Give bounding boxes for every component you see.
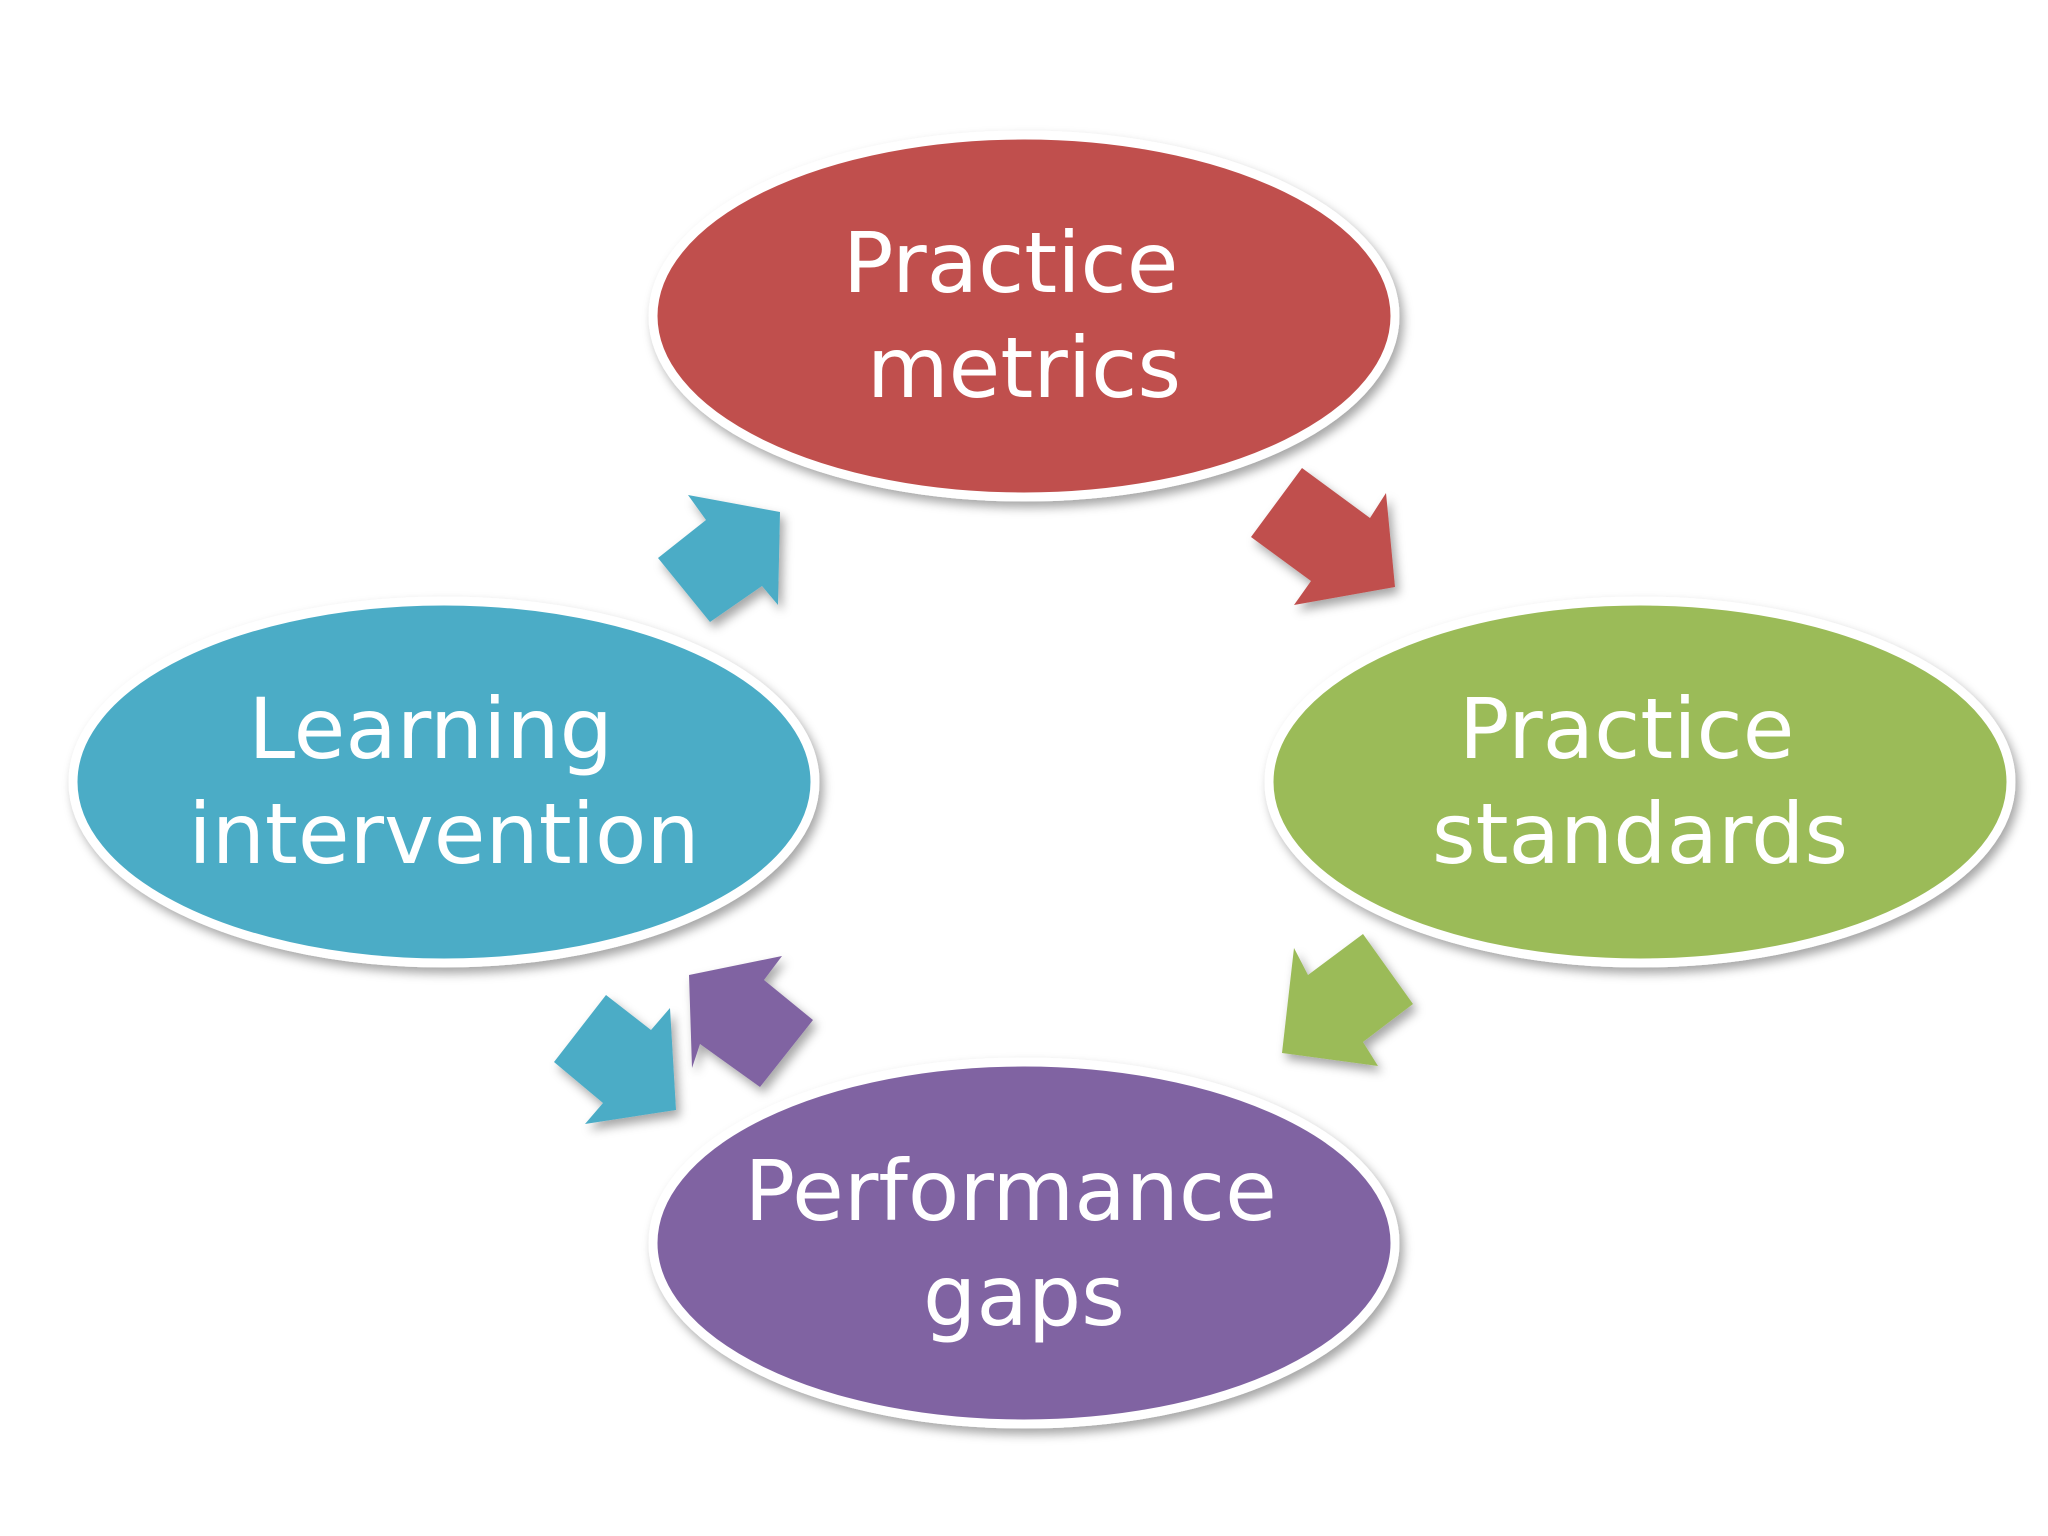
arrow-gaps-to-intervention-shape [689, 956, 813, 1087]
node-learning-intervention-line-2: intervention [188, 785, 699, 883]
node-performance-gaps-label: Performance gaps [744, 1142, 1303, 1345]
arrow-standards-to-gaps-shape [1282, 934, 1413, 1066]
node-practice-standards-label: Practice standards [1432, 680, 1848, 883]
node-practice-metrics-line-2: metrics [867, 319, 1181, 417]
arrow-intervention-to-gaps [554, 995, 676, 1124]
node-practice-metrics-ellipse [648, 130, 1400, 502]
node-learning-intervention-label: Learning intervention [188, 680, 699, 883]
node-practice-standards-line-1: Practice [1459, 680, 1795, 778]
arrow-intervention-to-gaps-shape [554, 995, 676, 1124]
arrow-intervention-to-metrics-shape [658, 495, 780, 622]
node-performance-gaps: Performance gaps [648, 1057, 1400, 1429]
node-practice-standards-line-2: standards [1432, 785, 1848, 883]
node-learning-intervention: Learning intervention [68, 596, 820, 968]
node-performance-gaps-ellipse [648, 1057, 1400, 1429]
node-learning-intervention-line-1: Learning [248, 680, 613, 778]
node-practice-metrics: Practice metrics [648, 130, 1400, 502]
arrow-metrics-to-standards [1251, 468, 1395, 605]
arrow-standards-to-gaps [1282, 934, 1413, 1066]
node-performance-gaps-line-2: gaps [923, 1247, 1125, 1345]
node-practice-metrics-label: Practice metrics [843, 214, 1205, 417]
node-practice-standards: Practice standards [1264, 596, 2016, 968]
node-practice-metrics-line-1: Practice [843, 214, 1179, 312]
arrow-metrics-to-standards-shape [1251, 468, 1395, 605]
node-performance-gaps-line-1: Performance [744, 1142, 1276, 1240]
node-practice-standards-ellipse [1264, 596, 2016, 968]
arrow-intervention-to-metrics [658, 495, 780, 622]
arrow-gaps-to-intervention [689, 956, 813, 1087]
node-learning-intervention-ellipse [68, 596, 820, 968]
